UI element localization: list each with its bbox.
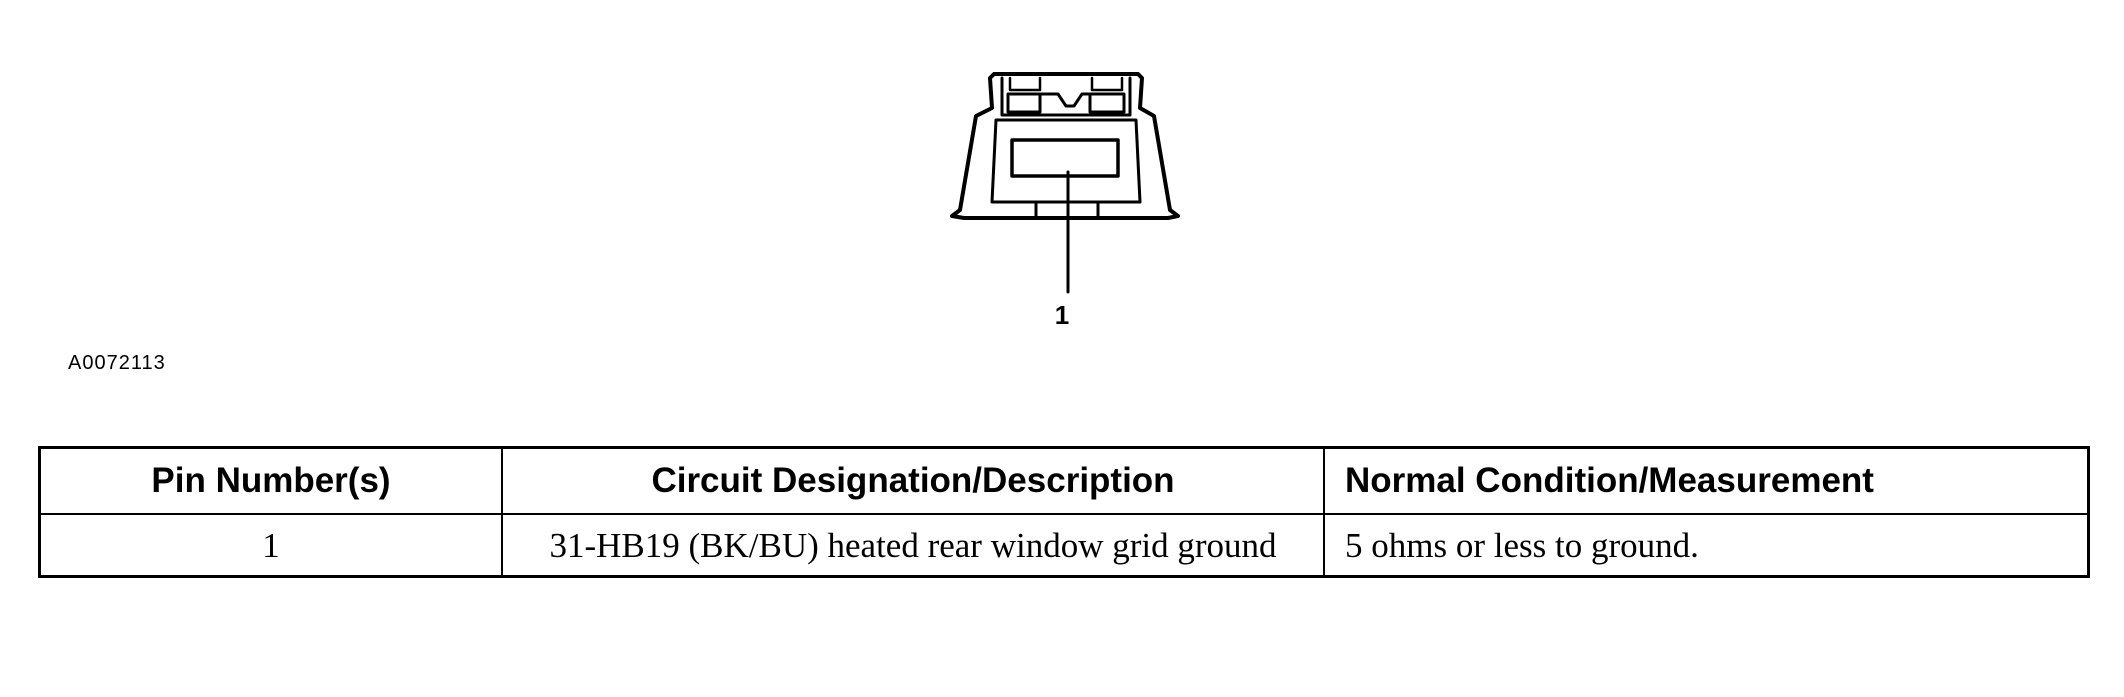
pin-1-callout: 1 bbox=[1055, 300, 1069, 330]
connector-housing bbox=[950, 72, 1180, 220]
header-circuit-designation: Circuit Designation/Description bbox=[501, 446, 1325, 515]
connector-latch-top bbox=[1008, 76, 1124, 92]
figure-id: A0072113 bbox=[68, 352, 166, 374]
cell-pin-number: 1 bbox=[38, 513, 503, 578]
connector-bottom-tab bbox=[1034, 200, 1100, 220]
connector-inner-frame bbox=[990, 118, 1142, 204]
connector-face-svg: 1 bbox=[950, 72, 1180, 330]
header-normal-condition: Normal Condition/Measurement bbox=[1323, 446, 2090, 515]
cell-circuit-description: 31-HB19 (BK/BU) heated rear window grid … bbox=[501, 513, 1325, 578]
connector-latch bbox=[1000, 76, 1132, 117]
header-pin-numbers: Pin Number(s) bbox=[38, 446, 503, 515]
pin-cavity-1 bbox=[1010, 138, 1120, 178]
table-header-row: Pin Number(s) Circuit Designation/Descri… bbox=[38, 446, 2090, 515]
cell-normal-condition: 5 ohms or less to ground. bbox=[1323, 513, 2090, 578]
pin-table: Pin Number(s) Circuit Designation/Descri… bbox=[38, 446, 2090, 578]
connector-diagram: 1 bbox=[940, 60, 1200, 330]
table-row: 1 31-HB19 (BK/BU) heated rear window gri… bbox=[38, 513, 2090, 578]
circuit-description-text: 31-HB19 (BK/BU) heated rear window grid … bbox=[549, 526, 1277, 565]
